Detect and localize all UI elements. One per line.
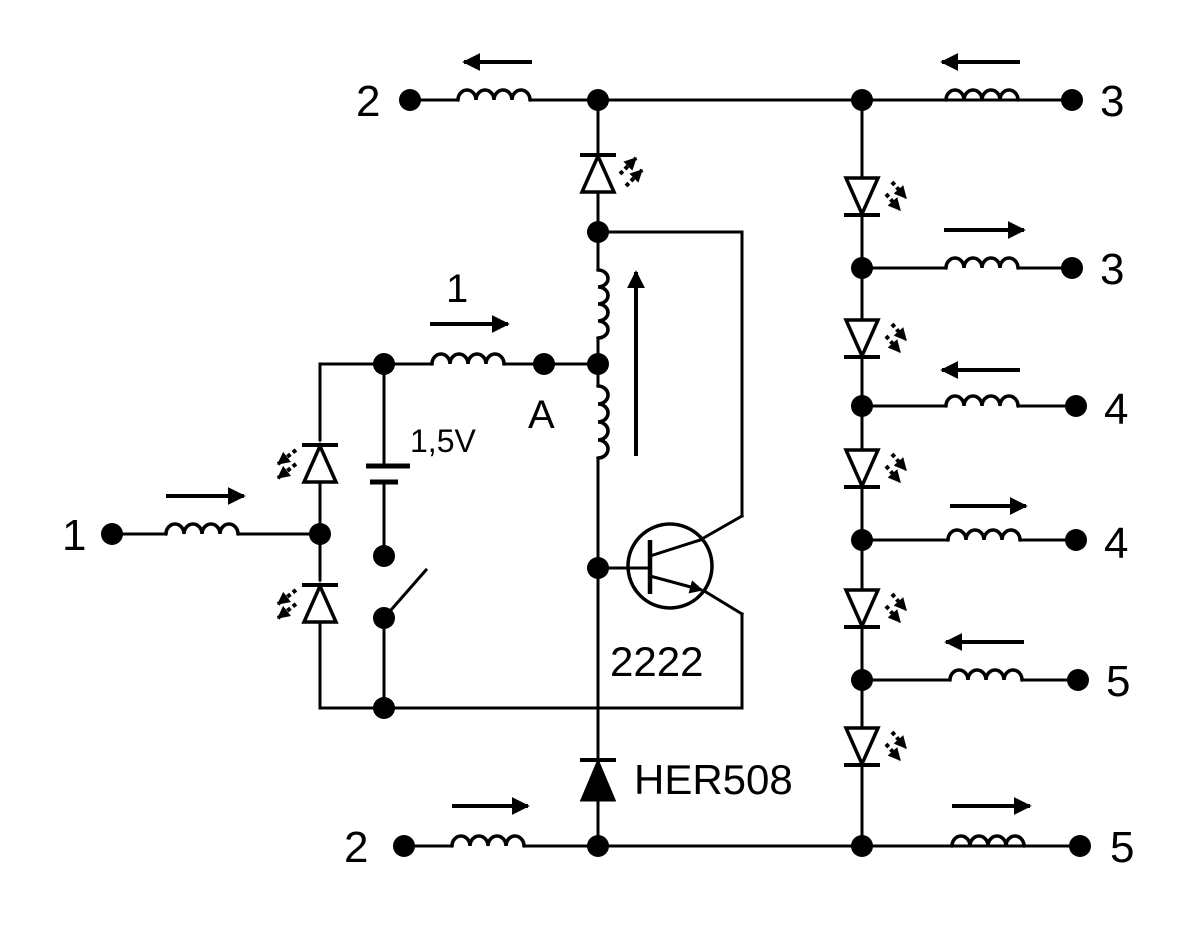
terminal-label-4-top: 4: [1104, 385, 1128, 434]
battery-label: 1,5V: [410, 423, 476, 459]
wires: [110, 98, 1082, 848]
junction-dots: [101, 89, 1091, 857]
terminal-label-2-bottom: 2: [344, 823, 368, 872]
diode-label: HER508: [634, 756, 793, 803]
terminal-label-3-top: 3: [1100, 77, 1124, 126]
terminal-label-1-left: 1: [62, 511, 86, 560]
terminal-label-4-mid: 4: [1104, 519, 1128, 568]
battery-cell: [366, 463, 410, 485]
transistor-2222: [626, 522, 714, 610]
node-label-a: A: [528, 393, 555, 437]
diode-her508: [579, 758, 617, 802]
current-arrows: [166, 53, 1032, 815]
inductors: [164, 88, 1026, 848]
terminal-label-2-top: 2: [356, 77, 380, 126]
terminal-label-5-bottom: 5: [1110, 823, 1134, 872]
led-top-center: [580, 155, 642, 192]
transistor-label: 2222: [610, 638, 703, 685]
coil-label-1: 1: [446, 267, 468, 311]
labels: 2 3 3 4 4 5 5 2 1 1 A 1,5V 2222 HER508: [62, 77, 1134, 872]
terminal-label-5-mid: 5: [1106, 657, 1130, 706]
terminal-label-3-mid: 3: [1100, 245, 1124, 294]
